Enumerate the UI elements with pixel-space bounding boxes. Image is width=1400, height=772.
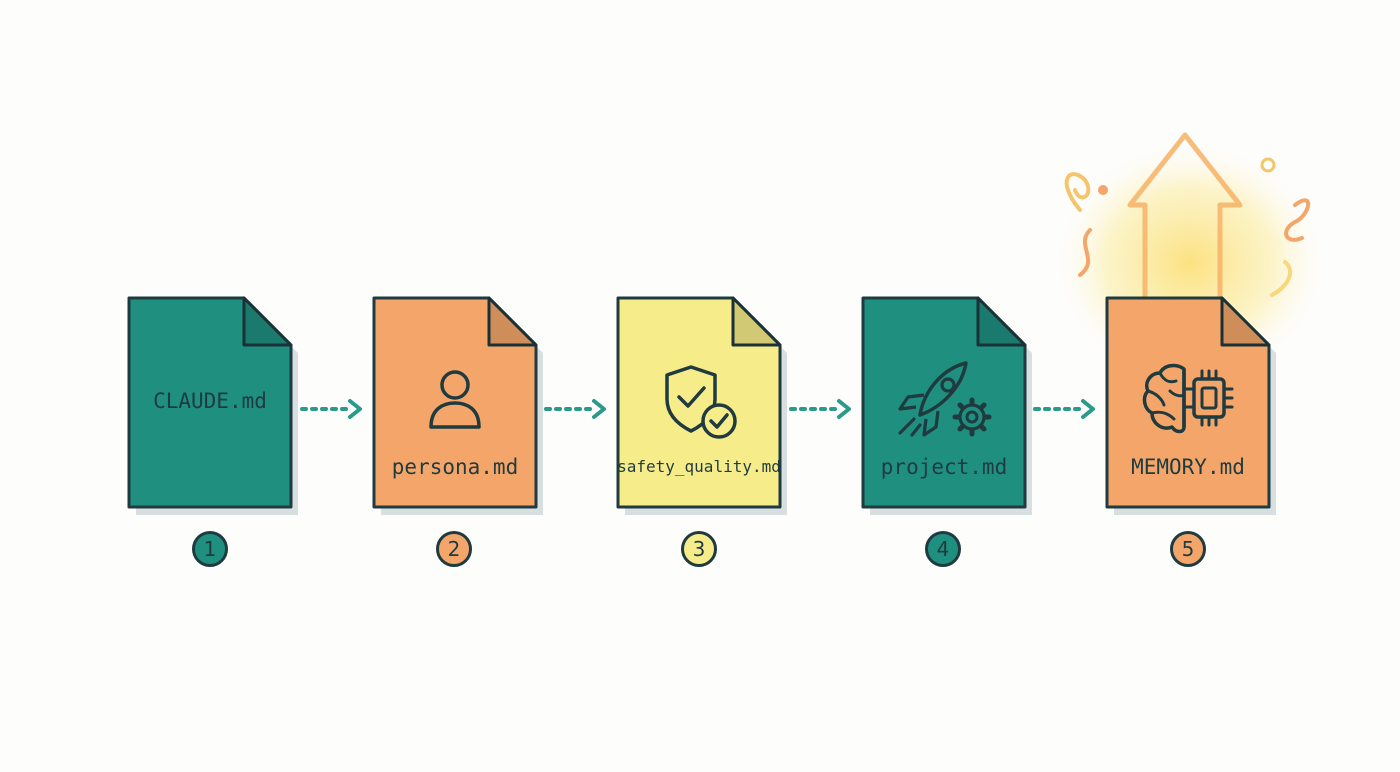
file-persona-md: persona.md bbox=[372, 296, 543, 515]
file-label: CLAUDE.md bbox=[153, 389, 267, 413]
file-label: safety_quality.md bbox=[617, 457, 781, 476]
document-shape bbox=[127, 296, 298, 515]
step-number-badge: 4 bbox=[925, 531, 961, 567]
connector-arrow-icon bbox=[1033, 399, 1095, 419]
file-label: MEMORY.md bbox=[1131, 455, 1245, 479]
step-number-badge: 3 bbox=[681, 531, 717, 567]
step-number-badge: 5 bbox=[1170, 531, 1206, 567]
connector-arrow-icon bbox=[789, 399, 851, 419]
connector-arrow-icon bbox=[300, 399, 362, 419]
brain-chip-icon bbox=[1142, 363, 1234, 434]
file-label: project.md bbox=[880, 455, 1008, 479]
step-number-badge: 1 bbox=[192, 531, 228, 567]
file-project-md: project.md bbox=[861, 296, 1032, 515]
connector-arrow-icon bbox=[544, 399, 606, 419]
file-safety-quality-md: safety_quality.md bbox=[616, 296, 787, 515]
file-label: persona.md bbox=[391, 455, 519, 479]
person-icon bbox=[429, 370, 481, 429]
file-claude-md: CLAUDE.md bbox=[127, 296, 298, 515]
shield-check-icon bbox=[665, 365, 737, 439]
file-memory-md: MEMORY.md bbox=[1105, 296, 1276, 515]
rocket-gear-icon bbox=[898, 361, 992, 437]
step-number-badge: 2 bbox=[436, 531, 472, 567]
